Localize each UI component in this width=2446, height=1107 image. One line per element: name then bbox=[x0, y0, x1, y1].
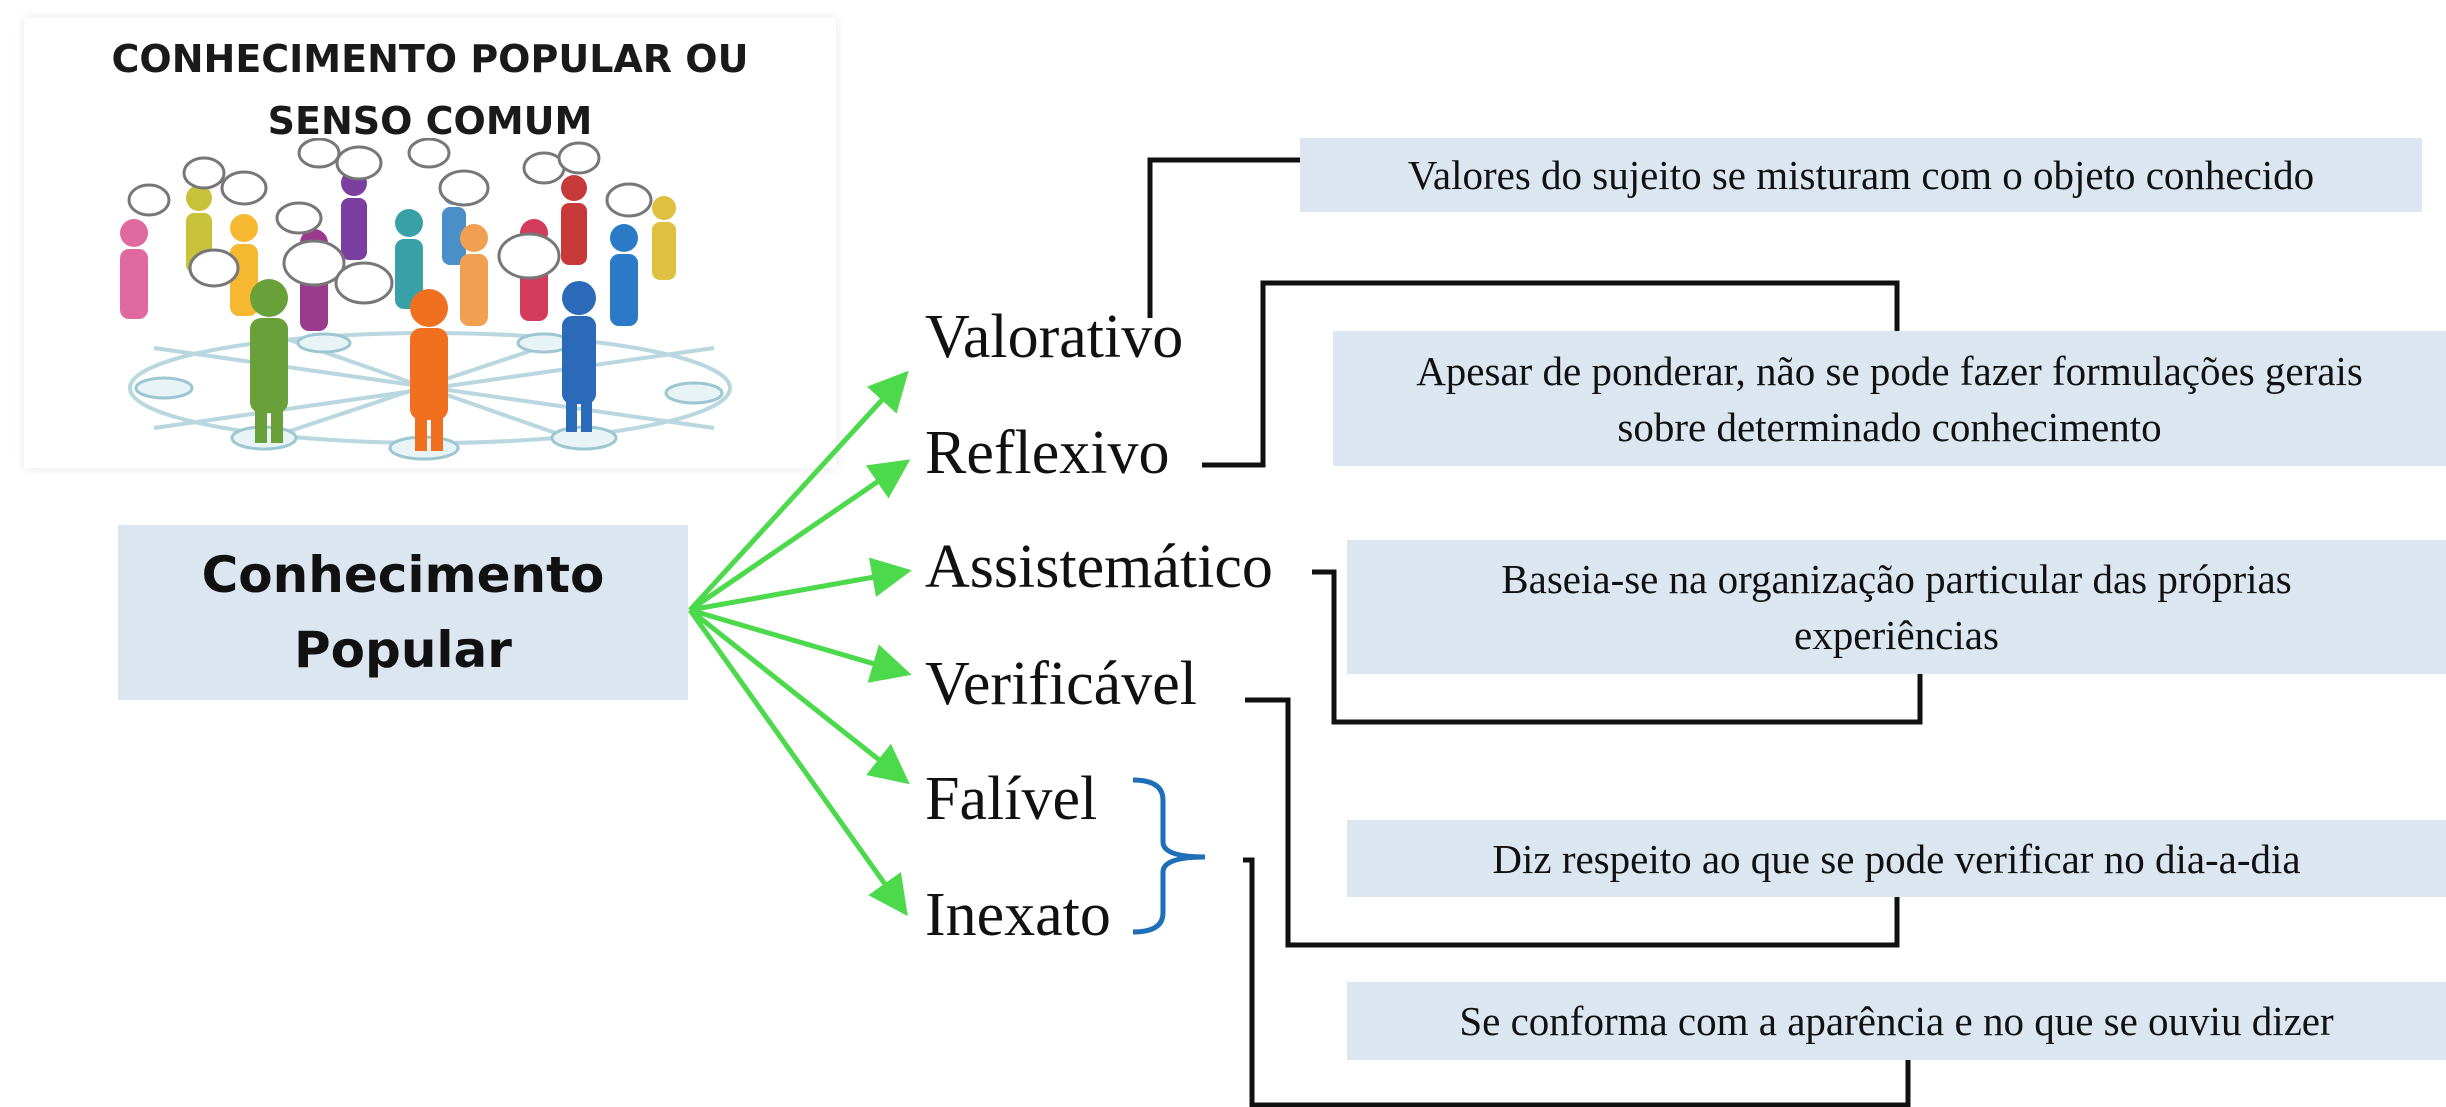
property-reflexivo: Reflexivo bbox=[925, 419, 1170, 487]
root-concept-box: Conhecimento Popular bbox=[118, 525, 688, 700]
note-assistematico-text: Baseia-se na organização particular das … bbox=[1501, 556, 2292, 658]
note-reflexivo: Apesar de ponderar, não se pode fazer fo… bbox=[1333, 331, 2446, 466]
property-verificavel: Verificável bbox=[925, 650, 1197, 718]
arrow-to-reflexivo bbox=[688, 459, 911, 613]
connector-falivel-inexato bbox=[1243, 857, 1911, 1107]
property-inexato: Inexato bbox=[925, 881, 1111, 949]
people-front bbox=[250, 279, 596, 451]
illustration-panel: CONHECIMENTO POPULAR OU SENSO COMUM bbox=[24, 18, 836, 468]
arrow-to-falivel bbox=[688, 608, 910, 785]
note-verificavel-text: Diz respeito ao que se pode verificar no… bbox=[1492, 835, 2301, 882]
connector-reflexivo bbox=[1202, 280, 1900, 468]
arrow-to-verificavel bbox=[689, 607, 912, 683]
green-arrows bbox=[687, 370, 912, 917]
arrow-to-valorativo bbox=[688, 370, 909, 612]
property-assistematico: Assistemático bbox=[925, 533, 1273, 601]
speech-bubbles bbox=[127, 138, 653, 305]
property-falivel: Falível bbox=[925, 765, 1098, 833]
note-valorativo: Valores do sujeito se misturam com o obj… bbox=[1300, 138, 2422, 212]
crowd-illustration bbox=[120, 138, 732, 461]
bracket-falivel-inexato bbox=[1132, 777, 1206, 935]
root-concept-label: Conhecimento Popular bbox=[201, 545, 605, 679]
note-falivel-inexato-text: Se conforma com a aparência e no que se … bbox=[1459, 998, 2334, 1044]
illustration-title: CONHECIMENTO POPULAR OU SENSO COMUM bbox=[111, 37, 749, 143]
connector-valorativo bbox=[1147, 157, 1300, 318]
connector-verificavel bbox=[1245, 697, 1900, 948]
connector-assistematico bbox=[1312, 569, 1923, 725]
note-valorativo-text: Valores do sujeito se misturam com o obj… bbox=[1407, 152, 2315, 198]
note-verificavel: Diz respeito ao que se pode verificar no… bbox=[1347, 820, 2446, 897]
note-falivel-inexato: Se conforma com a aparência e no que se … bbox=[1347, 982, 2446, 1060]
arrow-to-assistematico bbox=[689, 557, 912, 613]
note-assistematico: Baseia-se na organização particular das … bbox=[1347, 540, 2446, 674]
property-valorativo: Valorativo bbox=[925, 303, 1184, 371]
arrow-to-inexato bbox=[687, 608, 908, 917]
black-connectors bbox=[1147, 157, 1923, 1107]
note-reflexivo-text: Apesar de ponderar, não se pode fazer fo… bbox=[1416, 347, 2363, 450]
